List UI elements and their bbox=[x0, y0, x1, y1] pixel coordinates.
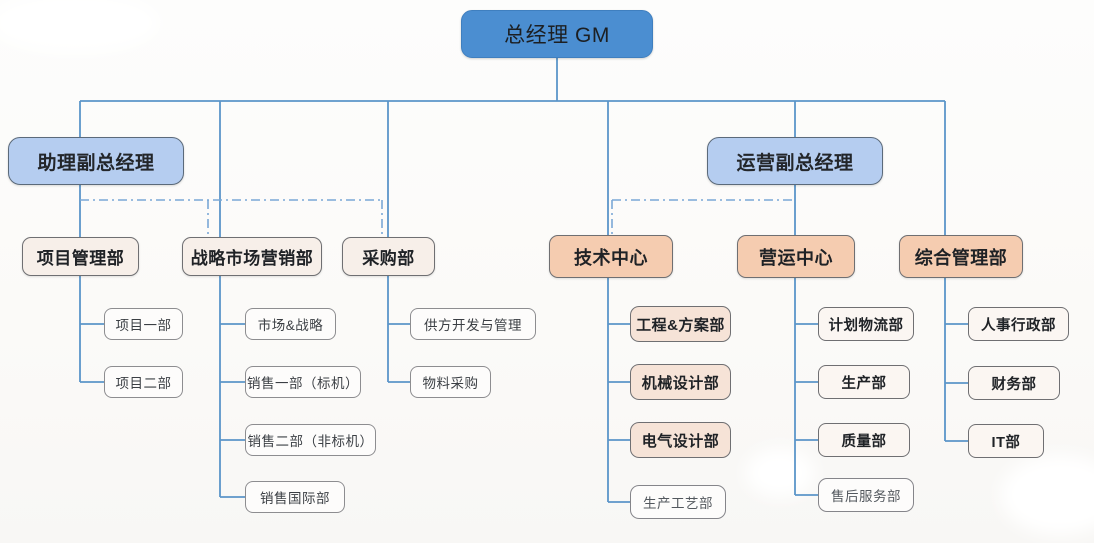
node-dept-general-admin[interactable]: 综合管理部 bbox=[899, 235, 1023, 278]
leaf-project-2[interactable]: 项目二部 bbox=[104, 366, 183, 398]
node-dept-general-admin-label: 综合管理部 bbox=[914, 247, 1008, 268]
leaf-general-admin-2[interactable]: 财务部 bbox=[968, 366, 1060, 400]
node-center-technical-label: 技术中心 bbox=[574, 247, 648, 268]
node-center-operations-label: 营运中心 bbox=[759, 247, 833, 268]
paper-texture-blotch bbox=[745, 448, 815, 498]
leaf-label: 项目二部 bbox=[115, 376, 172, 391]
leaf-label: 生产工艺部 bbox=[643, 496, 713, 511]
leaf-project-1[interactable]: 项目一部 bbox=[104, 308, 183, 340]
leaf-general-admin-1[interactable]: 人事行政部 bbox=[968, 307, 1069, 341]
node-dept-project[interactable]: 项目管理部 bbox=[22, 237, 139, 276]
node-gm[interactable]: 总经理 GM bbox=[461, 10, 653, 58]
leaf-purchasing-1[interactable]: 供方开发与管理 bbox=[410, 308, 536, 340]
node-dept-purchasing-label: 采购部 bbox=[362, 249, 415, 268]
paper-texture-blotch bbox=[1000, 455, 1094, 535]
leaf-technical-3[interactable]: 电气设计部 bbox=[630, 422, 731, 458]
leaf-label: 供方开发与管理 bbox=[424, 318, 522, 333]
paper-texture-blotch bbox=[0, 0, 160, 52]
leaf-label: 销售国际部 bbox=[260, 491, 330, 506]
leaf-label: 物料采购 bbox=[422, 376, 479, 391]
leaf-label: 销售二部（非标机） bbox=[247, 434, 374, 449]
node-vp-assistant-label: 助理副总经理 bbox=[37, 152, 155, 174]
leaf-general-admin-3[interactable]: IT部 bbox=[968, 424, 1044, 458]
leaf-operations-4[interactable]: 售后服务部 bbox=[818, 478, 914, 512]
node-dept-purchasing[interactable]: 采购部 bbox=[342, 237, 435, 276]
node-dept-marketing[interactable]: 战略市场营销部 bbox=[182, 237, 322, 276]
leaf-technical-1[interactable]: 工程&方案部 bbox=[630, 306, 731, 342]
leaf-label: 财务部 bbox=[991, 376, 1037, 393]
leaf-label: 生产部 bbox=[841, 375, 887, 392]
leaf-operations-3[interactable]: 质量部 bbox=[818, 423, 910, 457]
leaf-label: 销售一部（标机） bbox=[247, 376, 359, 391]
leaf-operations-1[interactable]: 计划物流部 bbox=[818, 307, 914, 341]
leaf-marketing-1[interactable]: 市场&战略 bbox=[245, 308, 336, 340]
leaf-label: 人事行政部 bbox=[981, 317, 1056, 334]
leaf-label: 机械设计部 bbox=[641, 374, 720, 392]
leaf-marketing-4[interactable]: 销售国际部 bbox=[245, 481, 345, 513]
leaf-operations-2[interactable]: 生产部 bbox=[818, 365, 910, 399]
node-gm-label: 总经理 GM bbox=[504, 24, 610, 47]
leaf-label: 电气设计部 bbox=[641, 432, 720, 450]
node-vp-assistant[interactable]: 助理副总经理 bbox=[8, 137, 184, 185]
node-vp-operations-label: 运营副总经理 bbox=[736, 152, 854, 174]
leaf-label: 市场&战略 bbox=[257, 318, 324, 333]
leaf-purchasing-2[interactable]: 物料采购 bbox=[410, 366, 491, 398]
leaf-label: 售后服务部 bbox=[831, 489, 901, 504]
leaf-marketing-2[interactable]: 销售一部（标机） bbox=[245, 366, 361, 398]
leaf-label: 计划物流部 bbox=[828, 317, 904, 334]
leaf-label: 工程&方案部 bbox=[636, 316, 725, 334]
node-dept-marketing-label: 战略市场营销部 bbox=[190, 249, 314, 268]
leaf-label: 质量部 bbox=[841, 433, 887, 450]
node-center-technical[interactable]: 技术中心 bbox=[549, 235, 673, 278]
node-dept-project-label: 项目管理部 bbox=[36, 249, 125, 268]
leaf-label: 项目一部 bbox=[115, 318, 172, 333]
leaf-technical-4[interactable]: 生产工艺部 bbox=[630, 485, 726, 519]
leaf-technical-2[interactable]: 机械设计部 bbox=[630, 364, 731, 400]
node-vp-operations[interactable]: 运营副总经理 bbox=[707, 137, 883, 185]
leaf-marketing-3[interactable]: 销售二部（非标机） bbox=[245, 424, 376, 456]
node-center-operations[interactable]: 营运中心 bbox=[737, 235, 855, 278]
leaf-label: IT部 bbox=[991, 434, 1021, 451]
